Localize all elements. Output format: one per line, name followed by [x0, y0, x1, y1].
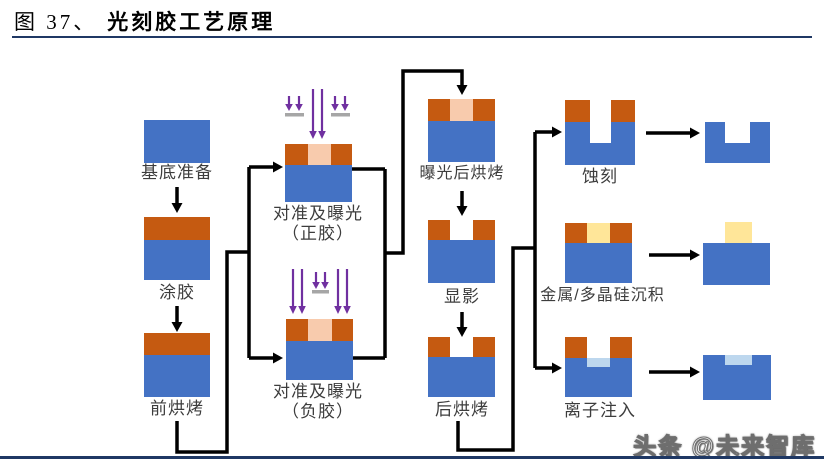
substrate-layer	[428, 240, 495, 283]
photomask-center	[312, 290, 329, 294]
substrate-layer	[565, 122, 635, 165]
step-label-substrate: 基底准备	[141, 163, 213, 182]
substrate-block	[144, 120, 210, 163]
substrate-layer	[144, 240, 210, 280]
deposit-region	[587, 223, 610, 243]
substrate-layer	[144, 120, 210, 163]
resist-pillars	[565, 337, 632, 358]
exposed-region	[308, 319, 332, 341]
substrate-layer	[285, 165, 352, 202]
exposed-region	[308, 144, 331, 165]
etched-notch	[725, 122, 750, 143]
deposition-block	[565, 223, 632, 283]
watermark: 头条 @未来智库	[633, 433, 816, 460]
substrate-layer	[286, 341, 353, 380]
connector-prebake-to-branch	[175, 250, 249, 454]
step-label-deposition: 金属/多晶硅沉积	[540, 287, 665, 304]
resist-pillars	[428, 337, 495, 357]
resist-pillars	[428, 220, 495, 240]
prebake-block	[144, 333, 210, 397]
substrate-layer	[428, 357, 495, 397]
bottom-rule	[0, 456, 824, 459]
developed-gap	[587, 337, 610, 358]
substrate-layer	[565, 243, 632, 283]
step-label-coating: 涂胶	[159, 283, 195, 302]
exposed-region	[450, 99, 473, 121]
substrate-layer	[703, 243, 770, 285]
implanted-region	[587, 358, 610, 367]
title-underline	[12, 36, 812, 38]
substrate-layer	[703, 355, 771, 400]
step-label-prebake: 前烘烤	[150, 399, 204, 418]
deposition-result-block	[703, 222, 770, 285]
substrate-layer	[705, 122, 770, 163]
developed-gap	[450, 337, 473, 357]
photomask-left	[285, 113, 304, 117]
uv-exposure-positive	[285, 89, 350, 139]
implanted-region	[725, 355, 752, 365]
etched-notch	[590, 122, 611, 143]
develop-block	[428, 220, 495, 283]
etch-result-block	[705, 122, 770, 163]
substrate-layer	[144, 355, 210, 397]
step-label-negative-exposure: 对准及曝光 （负胶）	[273, 382, 363, 421]
resist-layer-exposed	[285, 144, 352, 165]
implant-result-block	[703, 355, 771, 400]
negative-exposure-block	[286, 319, 353, 380]
etch-block	[565, 100, 635, 165]
resist-pillars	[565, 100, 635, 122]
step-label-etch: 蚀刻	[582, 167, 618, 186]
connector-postbake-to-branch	[456, 246, 535, 452]
postbake-block	[428, 337, 495, 397]
positive-exposure-block	[285, 144, 352, 202]
figure-title: 光刻胶工艺原理	[107, 10, 276, 34]
uv-exposure-negative	[289, 269, 351, 314]
substrate-layer	[428, 121, 495, 162]
resist-with-deposit	[565, 223, 632, 243]
resist-layer	[144, 333, 210, 355]
step-label-implant: 离子注入	[564, 401, 636, 420]
resist-layer-exposed	[428, 99, 495, 121]
figure-title-row: 图 37、光刻胶工艺原理	[14, 6, 275, 36]
flow-arrows	[171, 69, 700, 454]
substrate-layer	[565, 358, 632, 397]
step-label-peb: 曝光后烘烤	[419, 165, 505, 182]
connector-to-peb	[385, 69, 464, 255]
resist-layer-exposed	[286, 319, 353, 341]
step-label-develop: 显影	[444, 287, 480, 306]
step-label-positive-exposure: 对准及曝光 （正胶）	[273, 204, 363, 243]
deposit-cap	[725, 222, 752, 243]
implant-block	[565, 337, 632, 397]
resist-layer	[144, 217, 210, 240]
step-label-postbake: 后烘烤	[435, 400, 489, 419]
post-exposure-bake-block	[428, 99, 495, 162]
coating-block	[144, 217, 210, 280]
developed-gap	[450, 220, 473, 240]
photomask-right	[331, 113, 350, 117]
figure-number: 图 37、	[14, 10, 98, 34]
